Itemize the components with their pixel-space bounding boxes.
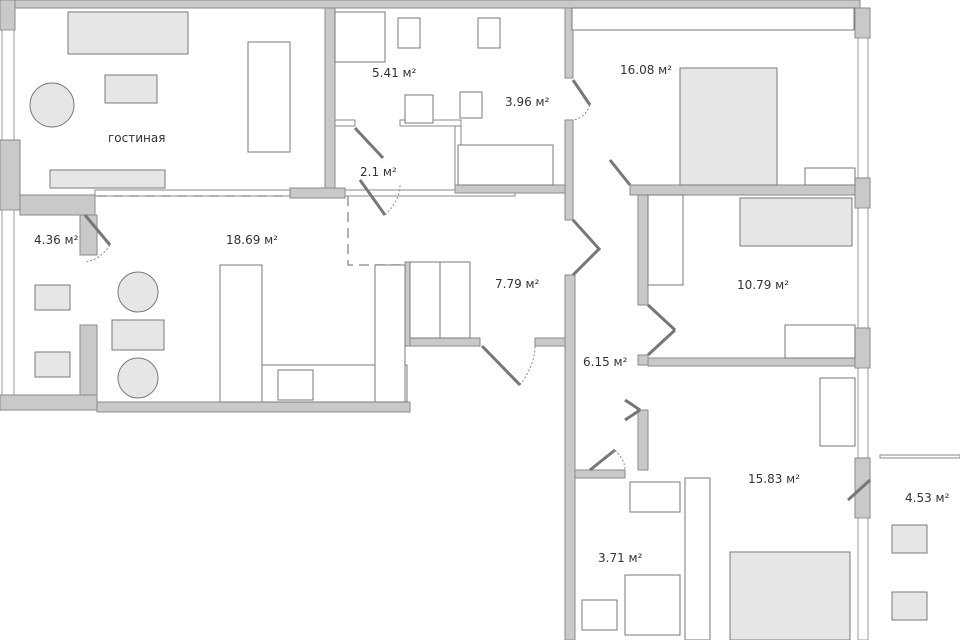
double-bed: [679, 67, 778, 186]
shower: [334, 11, 386, 63]
kitchen-counter: [374, 264, 406, 403]
room-area-loggia-1: 4.36 м²: [34, 233, 79, 247]
tv-stand: [49, 169, 166, 189]
desk: [784, 324, 856, 359]
desk: [804, 167, 856, 186]
wardrobe: [439, 261, 471, 339]
lounge-chair: [891, 591, 928, 621]
shower: [624, 574, 681, 636]
room-area-bedroom-2: 10.79 м²: [737, 278, 789, 292]
lounge-chair: [34, 284, 71, 311]
coffee-table: [104, 74, 158, 104]
room-area-kitchen-living: 18.69 м²: [226, 233, 278, 247]
room-labels: гостиная 5.41 м² 3.96 м² 16.08 м² 2.1 м²…: [34, 63, 950, 565]
wardrobe: [647, 194, 684, 286]
room-area-loggia-2: 4.53 м²: [905, 491, 950, 505]
sink: [581, 599, 618, 631]
double-bed: [729, 551, 851, 640]
stove: [277, 369, 314, 401]
wardrobe: [571, 7, 855, 31]
desk: [819, 377, 856, 447]
room-label-living: гостиная: [108, 131, 165, 145]
bathtub: [457, 144, 554, 186]
room-area-wc: 3.96 м²: [505, 95, 550, 109]
washing-machine: [404, 94, 434, 124]
lounge-chair: [891, 524, 928, 554]
chair: [117, 357, 159, 399]
room-area-bathroom-1: 5.41 м²: [372, 66, 417, 80]
room-area-bathroom-2: 3.71 м²: [598, 551, 643, 565]
room-area-corridor: 6.15 м²: [583, 355, 628, 369]
room-area-closet: 2.1 м²: [360, 165, 397, 179]
partitions: [97, 195, 405, 266]
chair: [117, 271, 159, 313]
room-area-bedroom-3: 15.83 м²: [748, 472, 800, 486]
bed: [739, 197, 853, 247]
wardrobe: [684, 477, 711, 640]
sofa: [67, 11, 189, 55]
toilet: [477, 17, 501, 49]
lounge-chair: [34, 351, 71, 378]
furniture: [29, 7, 928, 640]
kitchen-island: [219, 264, 263, 403]
table: [111, 319, 165, 351]
doors: [83, 79, 872, 502]
sink: [459, 91, 483, 119]
armchair: [29, 82, 75, 128]
washing-machine: [629, 481, 681, 513]
room-area-hallway: 7.79 м²: [495, 277, 540, 291]
room-area-bedroom-1: 16.08 м²: [620, 63, 672, 77]
fridge: [409, 261, 441, 339]
dining-table: [247, 41, 291, 153]
toilet: [397, 17, 421, 49]
